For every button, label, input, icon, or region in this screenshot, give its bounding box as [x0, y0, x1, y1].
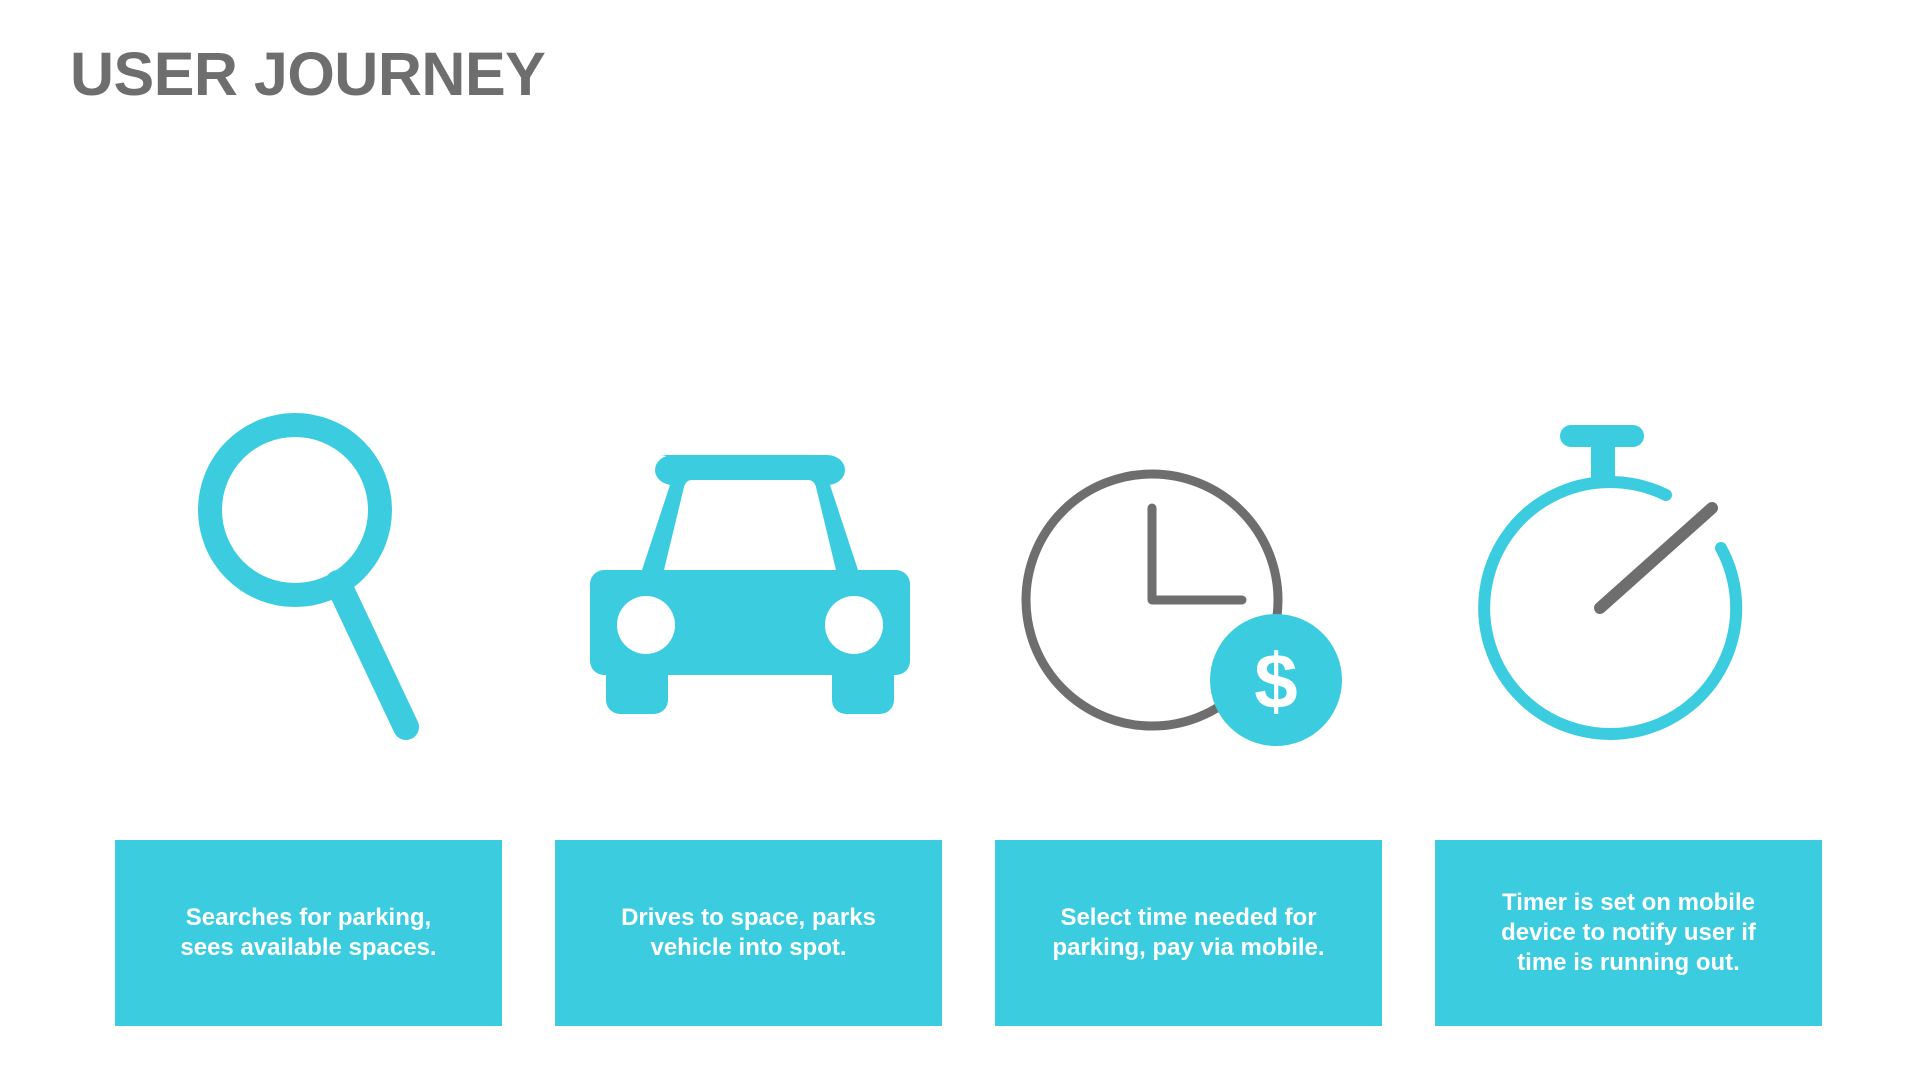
step-box-pay: Select time needed for parking, pay via …: [995, 840, 1382, 1026]
step-description: Select time needed for parking, pay via …: [1052, 904, 1325, 961]
dollar-sign-glyph: $: [1254, 637, 1297, 725]
car-icon: [590, 445, 910, 715]
clock-dollar-icon: $: [1020, 468, 1350, 758]
search-icon: [190, 405, 430, 750]
stopwatch-icon: [1470, 420, 1750, 740]
step-description: Drives to space, parks vehicle into spot…: [621, 904, 876, 961]
page-title: USER JOURNEY: [70, 40, 546, 108]
step-description: Searches for parking, sees available spa…: [180, 904, 437, 961]
step-description: Timer is set on mobile device to notify …: [1501, 889, 1756, 976]
step-box-drive: Drives to space, parks vehicle into spot…: [555, 840, 942, 1026]
step-box-timer: Timer is set on mobile device to notify …: [1435, 840, 1822, 1026]
step-box-search: Searches for parking, sees available spa…: [115, 840, 502, 1026]
